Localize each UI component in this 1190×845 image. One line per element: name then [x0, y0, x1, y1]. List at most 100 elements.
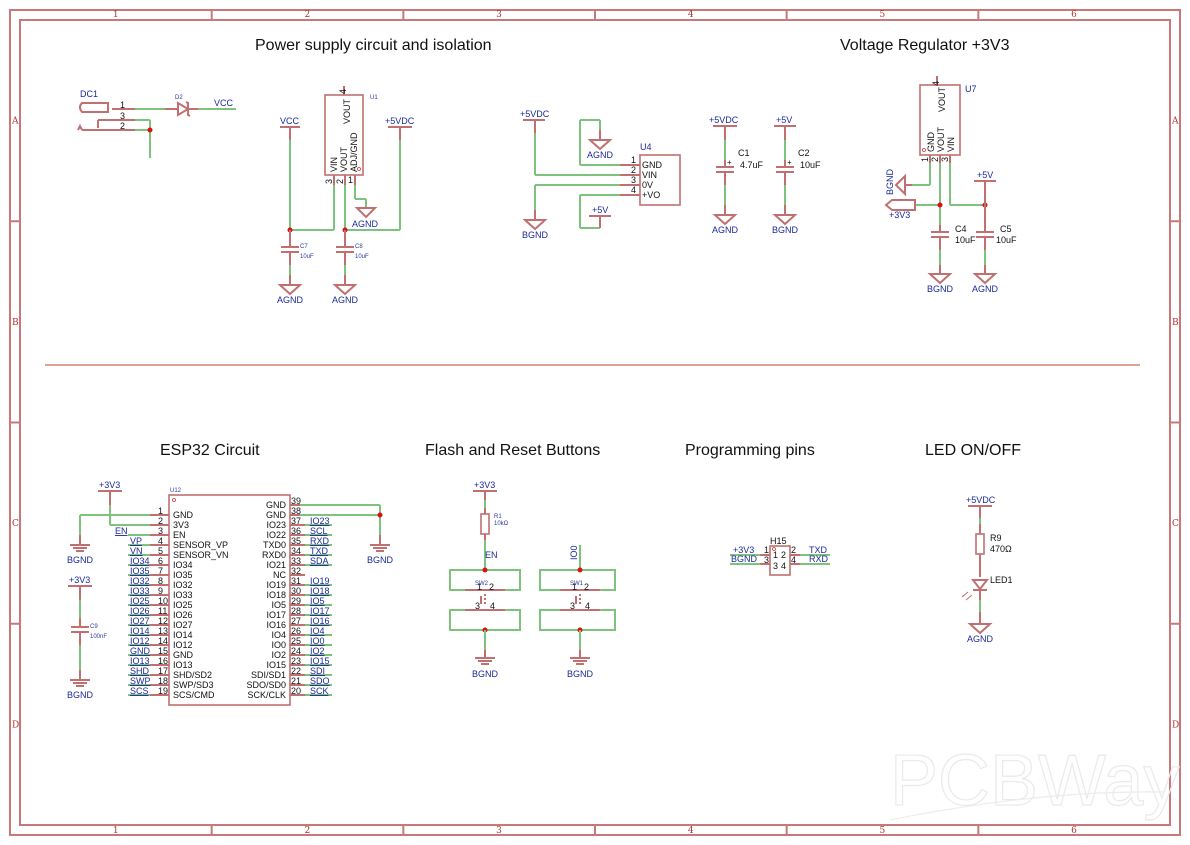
section-title-regulator: Voltage Regulator +3V3 [840, 37, 1010, 54]
h15-header[interactable]: H15 1 2 3 4 1 3 2 4 [764, 536, 796, 576]
grid-col-label: 1 [113, 10, 119, 20]
watermark: PCBWay [890, 741, 1179, 821]
esp32-net-label: IO23 [310, 516, 330, 526]
svg-text:470Ω: 470Ω [990, 544, 1012, 554]
esp32-pin-left[interactable]: 14 IO12 IO12 [128, 636, 193, 650]
svg-text:BGND: BGND [472, 669, 499, 679]
c7-capacitor[interactable]: C7 10uF [281, 230, 314, 265]
c1-capacitor[interactable]: +5VDC + AGND C1 4.7uF [709, 115, 764, 235]
esp32-net-label: IO19 [310, 576, 330, 586]
grid-col-label: 6 [1071, 826, 1077, 836]
svg-text:11: 11 [158, 606, 167, 616]
svg-text:32: 32 [291, 566, 301, 576]
svg-text:39: 39 [291, 496, 301, 506]
grid-row-label: D [1172, 720, 1179, 730]
u4-isolator[interactable]: U4 1 2 3 4 GND VIN 0V +VO [620, 142, 681, 206]
section-title-buttons: Flash and Reset Buttons [425, 442, 600, 459]
svg-text:TXD: TXD [809, 545, 828, 555]
svg-text:29: 29 [291, 596, 301, 606]
svg-text:IO2: IO2 [271, 650, 286, 660]
svg-text:IO12: IO12 [173, 640, 193, 650]
led-circuit[interactable]: +5VDC R9 470Ω LED1 AGND [961, 495, 1013, 644]
esp32-net-label: IO35 [130, 566, 150, 576]
svg-text:35: 35 [291, 536, 301, 546]
svg-text:SW2: SW2 [475, 581, 489, 587]
c8-capacitor[interactable]: C8 10uF [336, 230, 369, 265]
c5-capacitor[interactable]: C5 10uF [976, 224, 1017, 250]
c9-capacitor[interactable]: +3V3 C9 100nF [68, 575, 107, 645]
esp32-net-label: IO26 [130, 606, 150, 616]
svg-text:IO15: IO15 [266, 660, 286, 670]
d2-diode[interactable]: D2 [165, 95, 198, 117]
dc1-jack[interactable]: DC1 1 3 2 [77, 89, 135, 131]
r1-resistor[interactable]: +3V3 R1 10kΩ [473, 480, 509, 540]
svg-text:IO27: IO27 [173, 620, 193, 630]
svg-text:IO21: IO21 [266, 560, 286, 570]
svg-text:31: 31 [291, 576, 301, 586]
section-title-esp32: ESP32 Circuit [160, 442, 260, 459]
esp32-net-label: IO12 [130, 636, 150, 646]
c4-capacitor[interactable]: C4 10uF [931, 224, 976, 250]
svg-text:+5VDC: +5VDC [385, 116, 415, 126]
svg-text:25: 25 [291, 636, 301, 646]
svg-text:2: 2 [158, 516, 163, 526]
sw1-flash-button[interactable]: SW1 1 2 3 4 [539, 567, 616, 633]
esp32-net-label: IO34 [130, 556, 150, 566]
svg-text:20: 20 [291, 686, 301, 696]
svg-text:SDI/SD1: SDI/SD1 [251, 670, 286, 680]
u1-regulator[interactable]: U1 VOUT 4 VIN VOUT ADJ/GND 3 2 1 [324, 86, 378, 185]
svg-text:14: 14 [158, 636, 168, 646]
section-title-led: LED ON/OFF [925, 442, 1021, 459]
svg-text:IO0: IO0 [569, 545, 579, 560]
svg-text:ADJ/GND: ADJ/GND [349, 132, 359, 172]
esp32-net-label: IO33 [130, 586, 150, 596]
c2-capacitor[interactable]: +5V + BGND C2 10uF [772, 115, 821, 235]
svg-text:BGND: BGND [731, 554, 758, 564]
svg-text:IO0: IO0 [271, 640, 286, 650]
grid-col-label: 4 [688, 826, 694, 836]
sw2-reset-button[interactable]: SW2 1 2 3 4 [449, 567, 521, 633]
u7-ldo[interactable]: U7 4 VOUT GND VOUT VIN 1 2 3 [919, 76, 977, 163]
svg-text:2: 2 [631, 165, 636, 175]
svg-text:C8: C8 [355, 244, 363, 250]
grid-row-label: C [12, 519, 19, 529]
